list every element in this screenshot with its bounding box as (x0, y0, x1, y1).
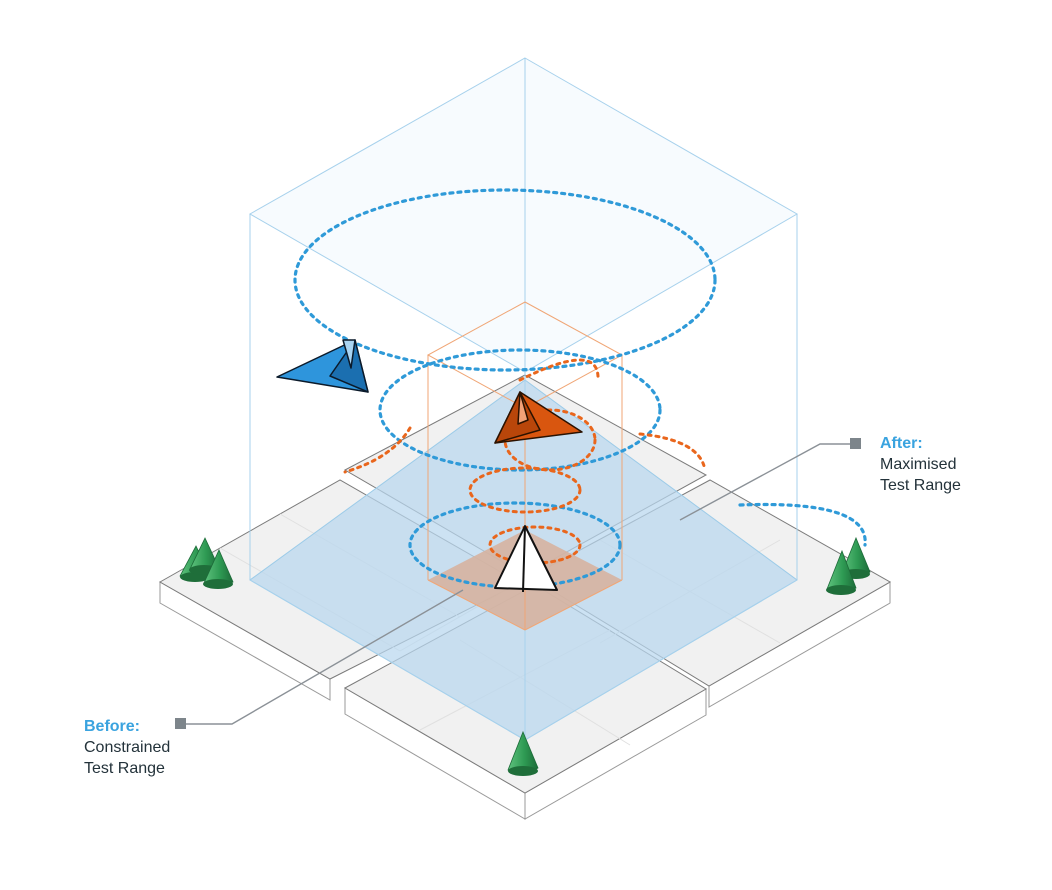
after-line-1: Maximised (880, 456, 957, 473)
after-annotation: After: Maximised Test Range (880, 433, 961, 496)
tree-icon (826, 549, 857, 595)
after-leader (679, 438, 861, 521)
before-line-1: Constrained (84, 739, 171, 756)
blue-aircraft-icon (276, 339, 369, 393)
tree-icon (203, 549, 234, 589)
trees (179, 536, 871, 776)
white-aircraft-icon (494, 525, 558, 593)
before-line-2: Test Range (84, 760, 165, 777)
small-range-cube (426, 301, 624, 631)
before-heading: Before: (84, 718, 141, 735)
after-heading: After: (880, 435, 923, 452)
orange-aircraft-icon (494, 391, 583, 444)
before-annotation: Before: Constrained Test Range (84, 716, 170, 779)
before-leader (175, 589, 464, 729)
after-line-2: Test Range (880, 477, 961, 494)
tree-icon (507, 730, 539, 776)
